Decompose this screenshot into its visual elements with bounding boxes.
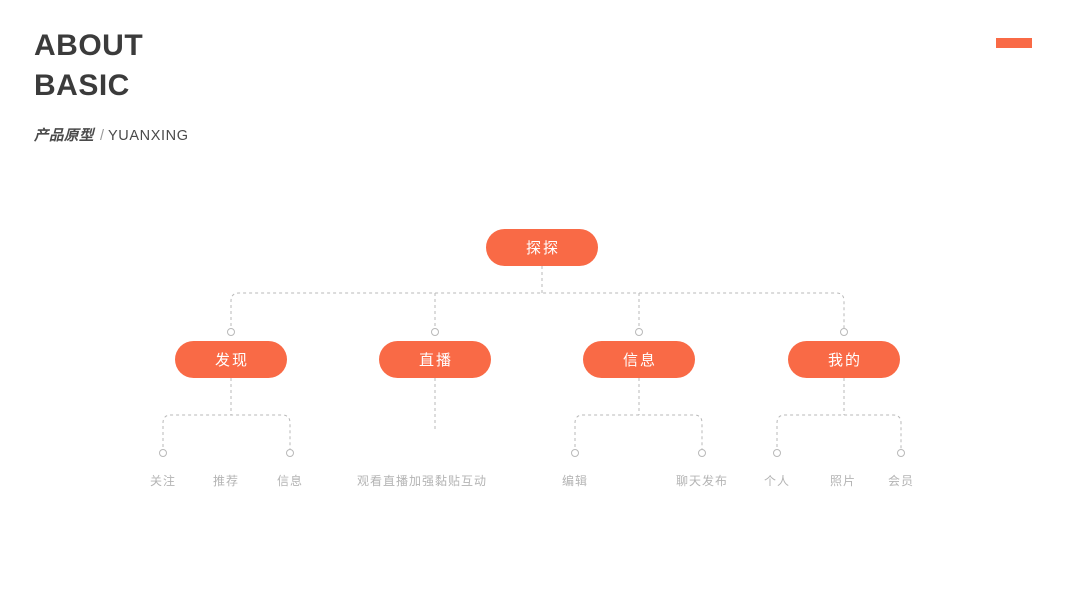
- node-level1-1[interactable]: 直播: [379, 341, 491, 378]
- level1-connector-dot-3: [840, 328, 848, 336]
- page-title-line-2: BASIC: [34, 69, 130, 102]
- sub-bus-信息: [574, 414, 703, 453]
- node-label: 直播: [418, 352, 453, 369]
- leaf-connector-dot-发现-1: [286, 449, 294, 457]
- page-subtitle-separator: /: [100, 128, 105, 144]
- leaf-label-6[interactable]: 个人: [763, 474, 791, 488]
- node-root-探探[interactable]: 探探: [486, 229, 598, 266]
- level1-connector-dot-2: [635, 328, 643, 336]
- node-label: 信息: [622, 352, 657, 369]
- leaf-connector-dot-我的-0: [773, 449, 781, 457]
- leaf-label-4[interactable]: 编辑: [561, 474, 589, 488]
- page-title-line-1: ABOUT: [34, 29, 144, 62]
- leaf-label-2[interactable]: 信息: [276, 474, 304, 488]
- level1-connector-dot-0: [227, 328, 235, 336]
- page-subtitle-cn: 产品原型: [34, 128, 94, 144]
- level1-connector-dot-1: [431, 328, 439, 336]
- page-header: ABOUT BASIC 产品原型 /YUANXING: [34, 26, 189, 145]
- leaf-label-1[interactable]: 推荐: [212, 474, 240, 488]
- page-subtitle: 产品原型 /YUANXING: [34, 127, 189, 145]
- node-label: 我的: [827, 352, 862, 369]
- leaf-connector-dot-发现-0: [159, 449, 167, 457]
- leaf-label-8[interactable]: 会员: [887, 474, 915, 488]
- accent-bar: [996, 38, 1032, 48]
- leaf-connector-dot-信息-1: [698, 449, 706, 457]
- page-subtitle-en: YUANXING: [108, 128, 189, 144]
- leaf-label-7[interactable]: 照片: [829, 474, 857, 488]
- node-level1-3[interactable]: 我的: [788, 341, 900, 378]
- leaf-label-3[interactable]: 观看直播加强黏贴互动: [356, 474, 488, 488]
- sub-bus-我的: [776, 414, 902, 453]
- node-label: 发现: [214, 352, 249, 369]
- node-label: 探探: [525, 240, 560, 257]
- leaf-connector-dot-信息-0: [571, 449, 579, 457]
- node-level1-0[interactable]: 发现: [175, 341, 287, 378]
- leaf-label-0[interactable]: 关注: [149, 474, 177, 488]
- level1-bus: [230, 292, 845, 332]
- leaf-label-5[interactable]: 聊天发布: [675, 474, 729, 488]
- sub-bus-发现: [162, 414, 291, 453]
- node-level1-2[interactable]: 信息: [583, 341, 695, 378]
- leaf-connector-dot-我的-1: [897, 449, 905, 457]
